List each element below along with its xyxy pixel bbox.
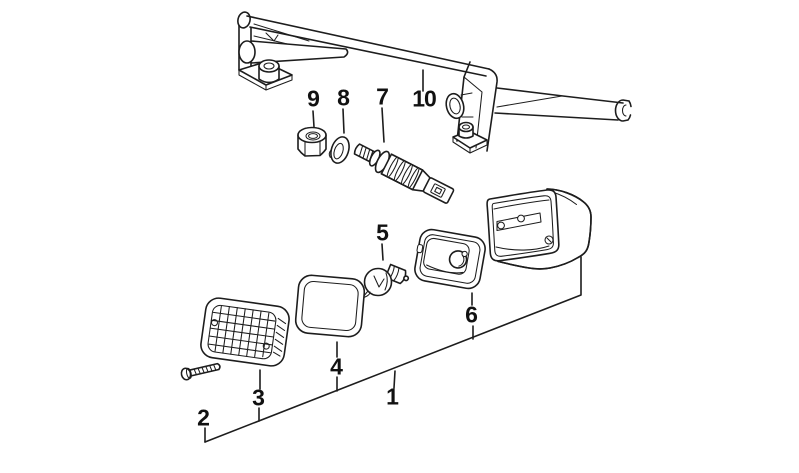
- callout-label-7: 7: [376, 83, 389, 110]
- part-3-lens: [200, 297, 290, 367]
- callout-label-5: 5: [376, 219, 389, 246]
- outer-housing: [486, 188, 592, 270]
- callout-label-3: 3: [252, 384, 265, 411]
- callout-leader-lines: [204, 69, 582, 443]
- part-6-housing-insert: [414, 228, 486, 290]
- part-8-washer: [328, 136, 350, 164]
- part-10-mounting-bracket: [237, 11, 632, 154]
- part-9-hex-nut: [297, 126, 327, 157]
- part-2-screw: [180, 362, 221, 381]
- callout-label-9: 9: [307, 85, 320, 112]
- callout-label-2: 2: [197, 404, 210, 431]
- callout-label-4: 4: [330, 353, 343, 380]
- callout-label-8: 8: [337, 84, 350, 111]
- callout-label-1: 1: [386, 383, 399, 410]
- part-4-gasket: [294, 274, 366, 338]
- part-7-bulb-socket: [353, 143, 455, 204]
- callout-label-6: 6: [465, 301, 478, 328]
- part-5-bulb: [363, 263, 410, 298]
- callout-label-10: 10: [412, 85, 437, 112]
